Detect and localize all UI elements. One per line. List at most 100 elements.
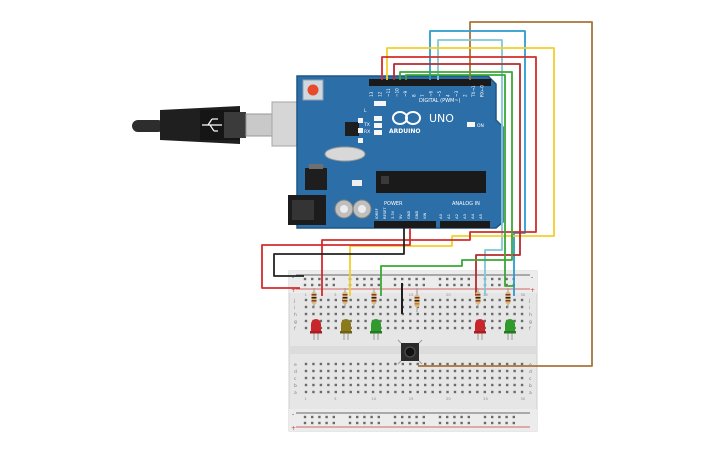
breadboard-hole <box>379 362 382 366</box>
column-number: 1 <box>305 397 307 401</box>
breadboard-hole <box>319 383 323 387</box>
breadboard-hole <box>356 319 360 323</box>
pin-label: ~10 <box>395 88 400 97</box>
breadboard-hole <box>505 383 509 387</box>
breadboard-hole <box>483 298 486 302</box>
wire-green-2 <box>405 74 514 287</box>
rail-plus-top-right: + <box>530 287 535 294</box>
column-number: 15 <box>409 397 414 401</box>
breadboard-hole <box>356 390 360 394</box>
push-button[interactable] <box>397 339 423 365</box>
breadboard-hole <box>379 376 382 380</box>
breadboard-hole <box>386 298 390 302</box>
rail-hole <box>512 421 515 425</box>
rail-hole <box>415 277 418 281</box>
breadboard-hole <box>468 383 472 387</box>
breadboard-hole <box>342 312 345 316</box>
breadboard-hole <box>438 312 442 316</box>
rail-hole <box>491 421 494 425</box>
breadboard-hole <box>498 383 501 387</box>
breadboard-hole <box>364 326 367 330</box>
breadboard-hole <box>364 298 367 302</box>
breadboard-hole <box>483 312 486 316</box>
column-number: 5 <box>334 397 336 401</box>
column-number: 20 <box>446 293 451 297</box>
breadboard-hole <box>334 319 337 323</box>
breadboard-hole <box>498 376 501 380</box>
breadboard-hole <box>453 383 457 387</box>
breadboard-hole <box>476 312 479 316</box>
analog-label: ANALOG IN <box>452 201 480 207</box>
rail-hole <box>408 415 411 419</box>
resistor-3 <box>371 288 377 308</box>
rail-hole <box>318 277 321 281</box>
rail-minus-top-right: - <box>531 274 533 281</box>
breadboard-hole <box>304 326 308 330</box>
breadboard-hole <box>505 369 509 373</box>
wire-power-black <box>273 228 405 277</box>
wires <box>261 21 593 367</box>
breadboard-hole <box>513 305 516 309</box>
breadboard-hole <box>424 298 427 302</box>
rail-hole <box>422 415 425 419</box>
breadboard-hole <box>446 319 449 323</box>
breadboard-hole <box>446 362 449 366</box>
rail-hole <box>446 421 449 425</box>
breadboard-hole <box>379 383 382 387</box>
breadboard-hole <box>424 319 427 323</box>
breadboard-hole <box>491 312 494 316</box>
analog-header <box>440 221 490 228</box>
rail-hole <box>446 283 449 287</box>
breadboard-hole <box>505 312 509 316</box>
breadboard-hole <box>461 369 464 373</box>
rail-hole <box>505 277 508 281</box>
power-pin-label: 3.3V <box>391 210 395 219</box>
breadboard-hole <box>327 312 330 316</box>
resistor-2 <box>342 288 348 308</box>
rail-plus-top-left: + <box>291 287 296 294</box>
reset-button[interactable] <box>307 84 319 96</box>
row-letter: h <box>294 312 297 318</box>
breadboard-hole <box>505 305 509 309</box>
l-label: L <box>364 108 367 114</box>
breadboard-hole <box>461 376 464 380</box>
breadboard-hole <box>424 312 427 316</box>
breadboard-hole <box>379 319 382 323</box>
rail-hole <box>422 283 425 287</box>
breadboard-hole <box>520 376 524 380</box>
breadboard-hole <box>327 319 330 323</box>
breadboard-hole <box>409 369 412 373</box>
breadboard-hole <box>304 298 308 302</box>
breadboard-hole <box>468 298 472 302</box>
analog-pin-label: A0 <box>438 213 443 219</box>
breadboard-hole <box>319 305 323 309</box>
breadboard-hole <box>446 312 449 316</box>
rail-hole <box>415 415 418 419</box>
column-number: 1 <box>305 293 307 297</box>
rail-hole <box>408 283 411 287</box>
breadboard-hole <box>416 362 419 366</box>
breadboard-hole <box>409 305 412 309</box>
breadboard-hole <box>491 362 494 366</box>
breadboard-hole <box>304 390 308 394</box>
rail-hole <box>377 283 380 287</box>
breadboard-hole <box>438 305 442 309</box>
pin-label: 2 <box>463 94 468 97</box>
rail-hole <box>453 283 456 287</box>
breadboard-hole <box>491 369 494 373</box>
rail-hole <box>363 277 366 281</box>
breadboard-hole <box>424 362 427 366</box>
tx-label: TX <box>363 122 370 128</box>
breadboard-hole <box>334 390 337 394</box>
power-pin-label: GND <box>415 211 419 219</box>
breadboard-hole <box>327 369 330 373</box>
breadboard-hole <box>431 312 434 316</box>
column-number: 15 <box>409 293 414 297</box>
rail-hole <box>438 277 442 281</box>
column-number: 30 <box>521 293 526 297</box>
analog-pin-label: A1 <box>446 213 451 219</box>
breadboard-hole <box>304 369 308 373</box>
row-letter: e <box>294 363 297 368</box>
